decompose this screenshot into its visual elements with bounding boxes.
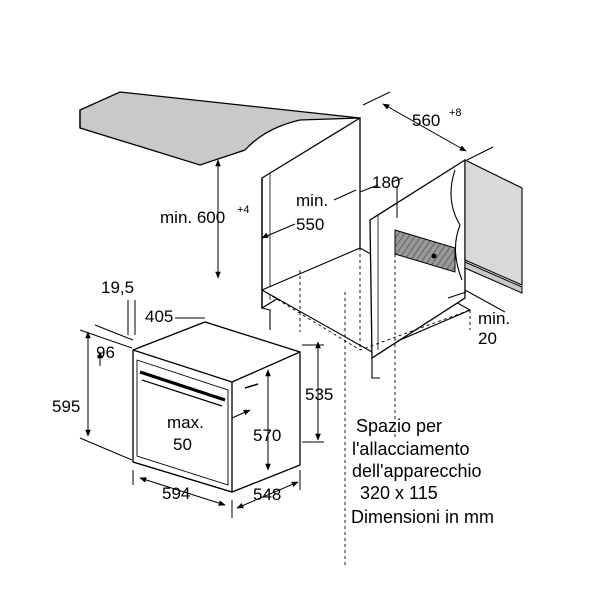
depth-min-label-1: min. bbox=[296, 191, 328, 210]
dimension-lines bbox=[79, 91, 506, 518]
rear-gap-label-2: 20 bbox=[478, 329, 497, 348]
hidden-lines bbox=[261, 248, 471, 565]
top-depth-label: 405 bbox=[145, 307, 173, 326]
oven-height-label: 595 bbox=[52, 397, 80, 416]
vent-depth-label: 180 bbox=[372, 173, 400, 192]
right-cabinet bbox=[464, 159, 523, 294]
width-opening-tolerance: +8 bbox=[449, 107, 462, 119]
oven-handle bbox=[139, 370, 226, 402]
oven-width-label: 594 bbox=[162, 484, 190, 503]
height-opening-tolerance: +4 bbox=[237, 204, 250, 216]
inner-height-label: 570 bbox=[253, 426, 281, 445]
depth-min-label-2: 550 bbox=[296, 215, 324, 234]
top-offset-label: 96 bbox=[96, 343, 115, 362]
oven-depth-label: 548 bbox=[253, 485, 281, 504]
max-gap-label-1: max. bbox=[167, 413, 204, 432]
body-height-label: 535 bbox=[305, 385, 333, 404]
rear-gap-label-1: min. bbox=[478, 309, 510, 328]
connection-note-2: l'allacciamento bbox=[352, 439, 470, 459]
connection-note-1: Spazio per bbox=[356, 416, 442, 436]
height-opening-label: min. 600 bbox=[160, 208, 225, 227]
connection-note-3: dell'apparecchio bbox=[352, 461, 482, 481]
countertop bbox=[79, 91, 361, 166]
front-panel-label: 19,5 bbox=[101, 278, 134, 297]
max-gap-label-2: 50 bbox=[173, 435, 192, 454]
connection-slot bbox=[394, 229, 456, 273]
oven-unit bbox=[132, 321, 301, 493]
width-opening-label: 560 bbox=[412, 111, 440, 130]
connection-note-4: 320 x 115 bbox=[360, 483, 438, 503]
units-note: Dimensioni in mm bbox=[351, 507, 494, 527]
